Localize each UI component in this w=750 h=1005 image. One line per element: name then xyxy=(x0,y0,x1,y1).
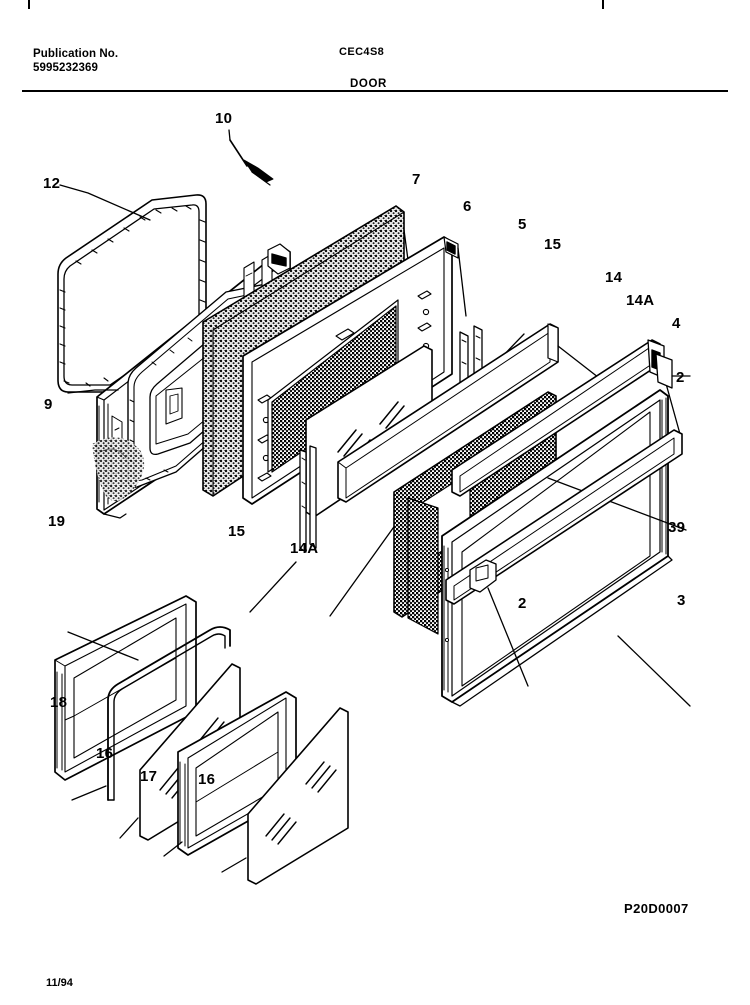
part-10-hinge-screw xyxy=(229,139,274,186)
part-14-window-trim xyxy=(337,323,559,503)
callout-19: 19 xyxy=(48,513,66,530)
callout-2-top: 2 xyxy=(676,369,685,386)
callout-15-bottom: 15 xyxy=(228,523,246,540)
speckle-artifact xyxy=(92,437,145,502)
callout-9: 9 xyxy=(44,396,53,413)
callout-39: 39 xyxy=(668,519,686,536)
part-3-outer-door-frame xyxy=(441,389,673,707)
leader-10 xyxy=(228,129,231,141)
section-title: DOOR xyxy=(350,78,387,90)
leader-16-b xyxy=(221,857,247,873)
insulation-block-right xyxy=(407,497,439,635)
callout-18: 18 xyxy=(50,694,68,711)
publication-label: Publication No. xyxy=(33,48,119,60)
callout-15-top: 15 xyxy=(544,236,562,253)
part-18-glass-retainer-wire xyxy=(107,626,231,801)
callout-6: 6 xyxy=(463,198,472,215)
callout-14: 14 xyxy=(605,269,623,286)
callout-7: 7 xyxy=(412,171,421,188)
part-2-hinge-bracket-top xyxy=(655,353,673,389)
part-17-glass-spacer-frame xyxy=(177,691,297,856)
part-39-door-frame-trim xyxy=(445,429,683,605)
callout-16-left: 16 xyxy=(96,745,114,762)
callout-4: 4 xyxy=(672,315,681,332)
part-16-window-glass-b xyxy=(247,707,349,885)
leader-15-lower xyxy=(249,561,297,613)
callout-12: 12 xyxy=(43,175,61,192)
crop-mark-top-right xyxy=(602,0,604,9)
leader-18 xyxy=(71,785,107,801)
publication-number: 5995232369 xyxy=(33,62,98,74)
callout-14A: 14A xyxy=(626,292,655,309)
header-divider xyxy=(22,90,728,92)
leader-3 xyxy=(617,635,691,707)
revision-date: 11/94 xyxy=(46,977,73,989)
callout-14A-bottom: 14A xyxy=(290,540,319,557)
leader-6 xyxy=(457,247,467,317)
model-number: CEC4S8 xyxy=(339,46,385,58)
part-12-door-gasket xyxy=(57,194,207,393)
callout-2-bottom: 2 xyxy=(518,595,527,612)
drawing-code: P20D0007 xyxy=(624,901,689,916)
leader-12 xyxy=(59,184,151,221)
callout-10: 10 xyxy=(215,110,233,127)
leader-16-a xyxy=(119,817,139,839)
crop-mark-top-left xyxy=(28,0,30,9)
callout-3: 3 xyxy=(677,592,686,609)
leader-19 xyxy=(67,631,139,661)
part-2-hinge-bracket-bottom xyxy=(469,559,497,593)
leader-39 xyxy=(547,477,687,531)
exploded-view-drawing: 10 12 7 6 5 15 14 14A 4 2 9 39 15 19 14A… xyxy=(0,100,750,900)
callout-16-right: 16 xyxy=(198,771,216,788)
leader-9 xyxy=(67,389,119,394)
leader-17 xyxy=(163,841,183,857)
callout-5: 5 xyxy=(518,216,527,233)
part-15-glass-retainer-clips-lower xyxy=(299,445,317,553)
callout-17: 17 xyxy=(140,768,158,785)
leader-14A-mid xyxy=(329,523,397,617)
leader-2-bottom xyxy=(487,587,529,687)
